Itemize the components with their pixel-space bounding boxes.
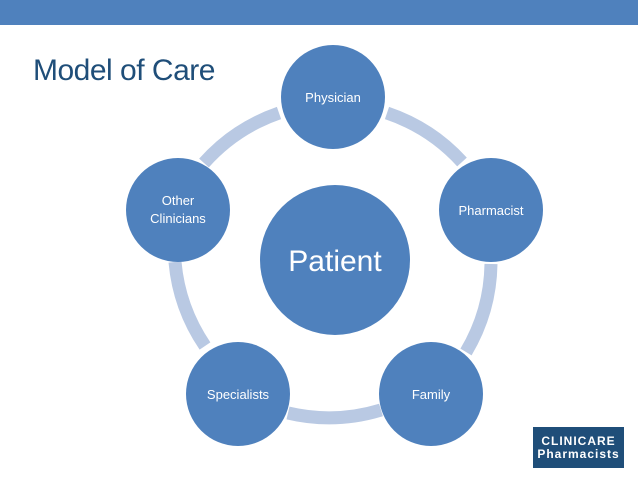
logo-line-1: CLINICARE xyxy=(541,433,616,448)
node-family: Family xyxy=(379,342,483,446)
connector-specialists-other xyxy=(168,261,211,350)
node-other-clinicians: Other Clinicians xyxy=(126,158,230,262)
center-node: Patient xyxy=(260,185,410,335)
connector-family-specialists xyxy=(286,403,383,425)
clinicare-logo: CLINICARE Pharmacists xyxy=(533,427,624,468)
slide-title: Model of Care xyxy=(33,54,215,87)
node-label-family: Family xyxy=(412,387,451,402)
node-label-physician: Physician xyxy=(305,90,361,105)
node-specialists: Specialists xyxy=(186,342,290,446)
connector-other-physician xyxy=(199,106,282,168)
node-physician: Physician xyxy=(281,45,385,149)
node-label-specialists: Specialists xyxy=(207,387,270,402)
node-label-other-clinicians-line1: Other xyxy=(162,193,195,208)
center-label: Patient xyxy=(288,245,382,278)
ring-connectors xyxy=(168,106,498,425)
connector-physician-pharmacist xyxy=(384,106,467,167)
connector-pharmacist-family xyxy=(460,263,498,356)
node-label-pharmacist: Pharmacist xyxy=(458,203,523,218)
node-pharmacist: Pharmacist xyxy=(439,158,543,262)
logo-line-2: Pharmacists xyxy=(537,446,620,461)
node-label-other-clinicians-line2: Clinicians xyxy=(150,211,206,226)
top-accent-bar xyxy=(0,0,638,25)
